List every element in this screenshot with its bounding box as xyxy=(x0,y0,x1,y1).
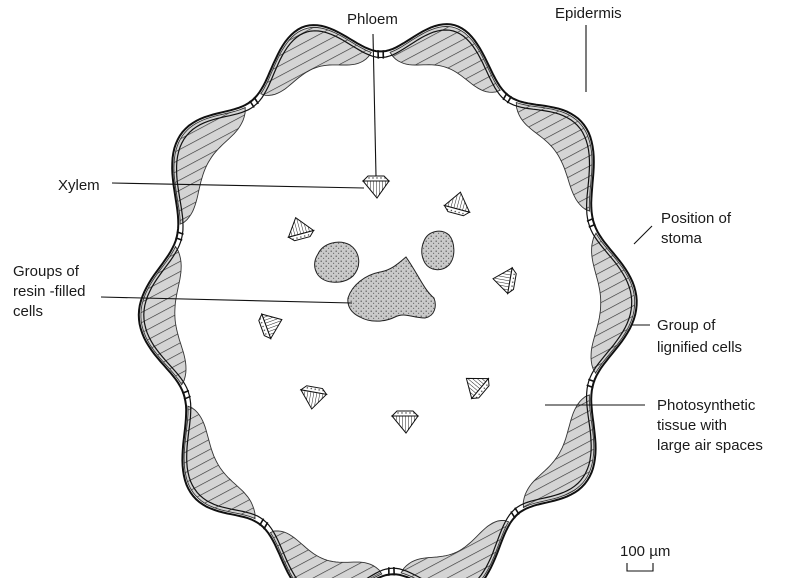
resin-label-line2: resin -filled xyxy=(13,283,86,300)
resin-label-line1: Groups of xyxy=(13,263,80,280)
stoma-mark xyxy=(515,508,519,515)
vascular-bundle xyxy=(491,265,517,294)
stoma-label-line2: stoma xyxy=(661,230,703,247)
epidermis-label: Epidermis xyxy=(555,5,622,22)
xylem-label: Xylem xyxy=(58,177,100,194)
lignified-cell-group xyxy=(261,27,371,95)
resin-cell-group xyxy=(422,231,454,269)
photosynthetic-label-line3: large air spaces xyxy=(657,437,763,454)
stoma-mark xyxy=(503,93,507,100)
phloem-region xyxy=(392,411,418,416)
vascular-bundle xyxy=(257,308,287,340)
stoma-mark xyxy=(511,512,515,519)
photosynthetic-label-line2: tissue with xyxy=(657,417,727,434)
phloem-label: Phloem xyxy=(347,11,398,28)
lignified-cell-group xyxy=(174,108,245,225)
stoma-label-line1: Position of xyxy=(661,210,732,227)
xylem-region xyxy=(392,416,418,433)
vascular-bundle xyxy=(443,189,474,217)
scale-bar-label: 100 µm xyxy=(620,543,670,560)
lignified-cell-group xyxy=(401,521,509,578)
lignified-cell-group xyxy=(390,27,500,93)
vascular-bundle xyxy=(392,411,418,433)
photosynthetic-label-line1: Photosynthetic xyxy=(657,397,756,414)
resin-cell-group xyxy=(348,257,435,321)
vascular-bundle xyxy=(284,214,315,242)
vascular-bundle xyxy=(363,176,389,198)
stoma-mark xyxy=(264,522,268,529)
vascular-bundle xyxy=(298,385,327,411)
vascular-bundle xyxy=(459,368,493,402)
xylem-region xyxy=(363,181,389,198)
phloem-region xyxy=(363,176,389,181)
xylem-region xyxy=(459,368,489,399)
resin-label-line3: cells xyxy=(13,303,43,320)
lignified-cell-group xyxy=(523,395,594,508)
lignified-cell-group xyxy=(516,103,592,212)
lignified-cell-group xyxy=(184,406,255,519)
scale-bar xyxy=(627,563,653,571)
lignified-label-line1: Group of xyxy=(657,317,716,334)
resin-filled-cell-groups xyxy=(315,231,454,321)
stoma-mark xyxy=(254,97,258,104)
lignified-label-line2: lignified cells xyxy=(657,339,742,356)
resin-cell-group xyxy=(315,242,359,282)
